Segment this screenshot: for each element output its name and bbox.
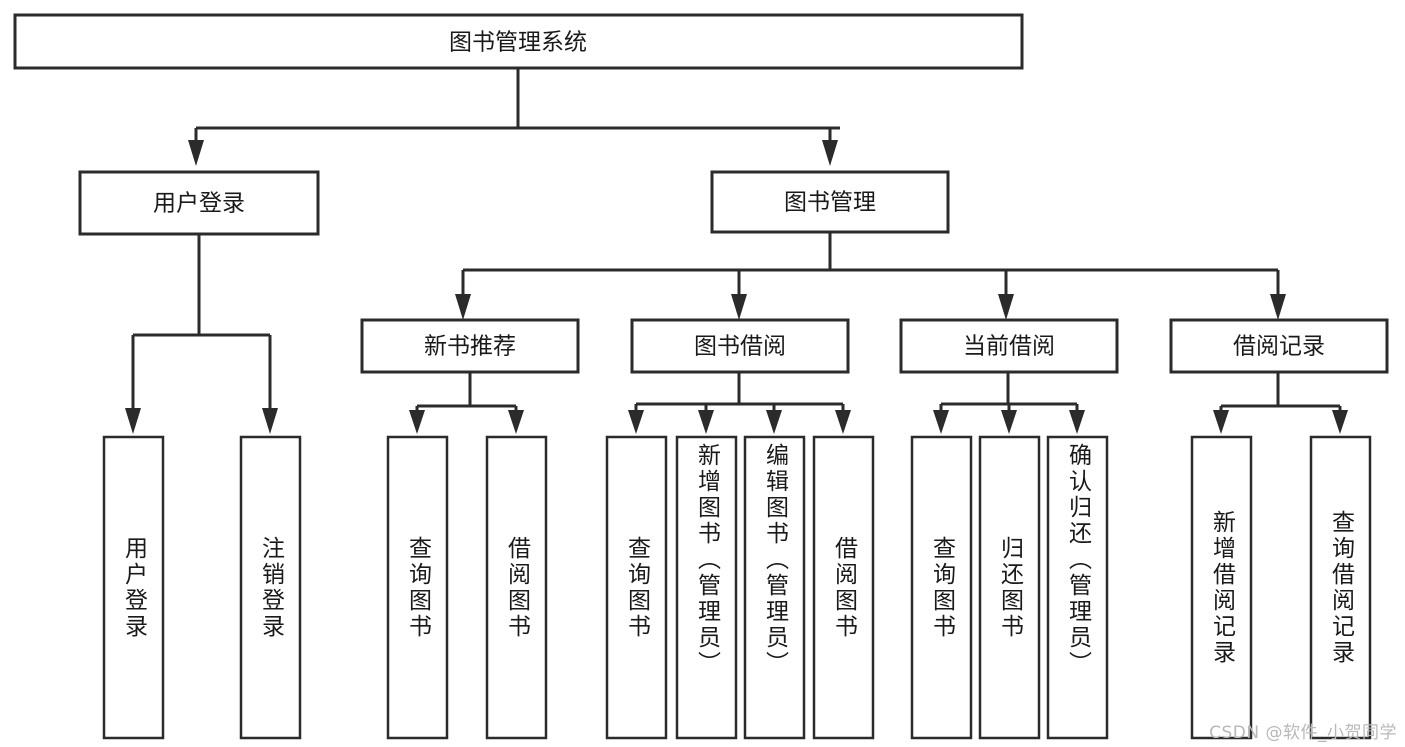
connector-bookmgmt-to-level3 bbox=[455, 232, 1286, 320]
connector-bookborrow-to-leaves bbox=[628, 372, 851, 434]
leaf-logout-login[interactable] bbox=[239, 435, 302, 740]
connector-currentborrow-to-leaves bbox=[933, 372, 1085, 434]
leaf-query-book-borrow[interactable] bbox=[605, 435, 668, 740]
connector-userlogin-to-leaves bbox=[125, 235, 278, 434]
connector-borrowrecord-to-leaves bbox=[1213, 372, 1348, 434]
leaf-query-book-recommend[interactable] bbox=[386, 435, 449, 740]
node-user-login-label: 用户登录 bbox=[153, 191, 245, 217]
node-borrow-record-label: 借阅记录 bbox=[1233, 334, 1325, 360]
node-book-management[interactable]: 图书管理 bbox=[710, 170, 950, 234]
node-current-borrow-label: 当前借阅 bbox=[963, 334, 1055, 360]
node-book-borrow-label: 图书借阅 bbox=[694, 334, 786, 360]
leaf-edit-book-admin[interactable] bbox=[743, 435, 806, 740]
leaf-query-borrow-record[interactable] bbox=[1309, 435, 1372, 740]
node-current-borrow[interactable]: 当前借阅 bbox=[899, 318, 1119, 374]
leaf-confirm-return-admin[interactable] bbox=[1046, 435, 1109, 740]
node-user-login[interactable]: 用户登录 bbox=[78, 170, 320, 236]
node-root-label: 图书管理系统 bbox=[449, 30, 587, 56]
node-root-book-management-system[interactable]: 图书管理系统 bbox=[13, 13, 1024, 70]
leaf-add-book-admin[interactable] bbox=[675, 435, 738, 740]
leaf-borrow-book[interactable] bbox=[812, 435, 875, 740]
leaf-query-book-current[interactable] bbox=[910, 435, 973, 740]
leaf-user-login[interactable] bbox=[102, 435, 165, 740]
node-new-book-recommend-label: 新书推荐 bbox=[424, 334, 516, 360]
connector-root-to-level2 bbox=[188, 68, 840, 166]
node-book-management-label: 图书管理 bbox=[784, 190, 876, 216]
node-borrow-record[interactable]: 借阅记录 bbox=[1169, 318, 1389, 374]
leaf-borrow-book-recommend[interactable] bbox=[485, 435, 548, 740]
connector-newbook-to-leaves bbox=[409, 372, 524, 434]
node-book-borrow[interactable]: 图书借阅 bbox=[630, 318, 850, 374]
node-new-book-recommend[interactable]: 新书推荐 bbox=[360, 318, 580, 374]
leaf-return-book[interactable] bbox=[978, 435, 1041, 740]
leaf-add-borrow-record[interactable] bbox=[1190, 435, 1253, 740]
